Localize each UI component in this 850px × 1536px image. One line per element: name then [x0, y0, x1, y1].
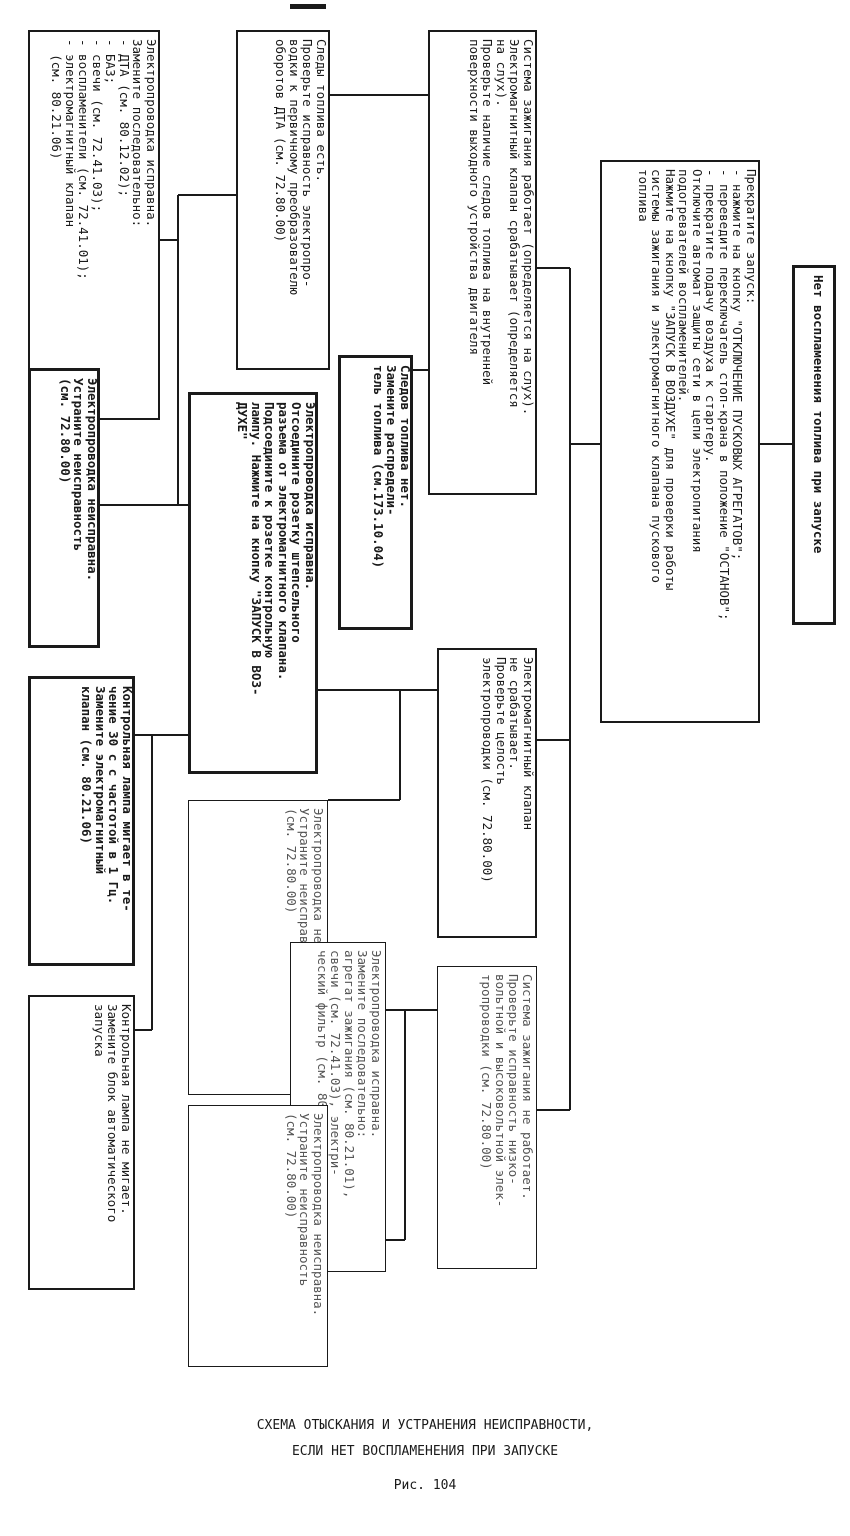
text-line: Проверьте исправность электропро- [300, 39, 316, 288]
root-problem-text: Нет воспламенения топлива при запуске [795, 268, 833, 622]
wiring-faulty-text-1: Электропроводка неисправна.Устраните неи… [31, 371, 100, 645]
text-line: - ДТА (см. 80.12.02); [117, 39, 132, 198]
text-line: Отключите автомат защиты сети в цепи эле… [690, 169, 705, 553]
text-line: разъема от электромагнитного клапана. [276, 402, 291, 681]
text-line: Проверьте исправность низко- [506, 974, 522, 1185]
text-line: Прекратите запуск: [744, 169, 759, 305]
text-line: - нажмите на кнопку "ОТКЛЮЧЕНИЕ ПУСКОВЫХ… [730, 169, 746, 561]
text-line: (см. 80.21.06) [49, 39, 65, 160]
text-line: Электропроводка исправна. [303, 402, 318, 591]
text-line: (см. 72.80.00) [58, 378, 73, 484]
text-line: (см. 72.80.00) [284, 1113, 299, 1219]
text-line: на слух). [494, 39, 509, 107]
figure-number: Рис. 104 [393, 1478, 457, 1493]
text-line: Электропроводка исправна. [144, 39, 159, 228]
text-line: подогревателей воспламенителей. [676, 169, 692, 403]
text-line: Нажмите на кнопку "ЗАПУСК В ВОЗДУХЕ" для… [663, 169, 678, 591]
ignition-not-working-box: Система зажигания не работает.Проверьте … [437, 966, 537, 1269]
text-line: Устраните неисправность [297, 1113, 313, 1287]
text-line: тропроводки (см. 72.80.00) [479, 974, 495, 1170]
wiring-ok-replace-text: Электропроводка исправна.Замените послед… [30, 32, 159, 418]
text-line: оборотов ДТА (см. 72.80.00) [273, 39, 289, 243]
text-line: системы зажигания и электромагнитного кл… [649, 169, 665, 583]
text-line: Нет воспламенения топлива при запуске [811, 275, 826, 554]
text-line: - БАЗ; [103, 39, 119, 85]
text-line: Следы топлива есть. [314, 39, 329, 182]
stop-start-procedure-box: Прекратите запуск:- нажмите на кнопку "О… [600, 160, 760, 723]
fuel-traces-present-box: Следы топлива есть.Проверьте исправность… [236, 30, 330, 370]
text-line: - свечи (см. 72.41.03); [90, 39, 105, 213]
wiring-faulty-box-3: Электропроводка неисправна.Устраните неи… [188, 1105, 328, 1367]
text-line: водки к первичному преобразователю [287, 39, 302, 295]
text-line: запуска [92, 1004, 107, 1057]
text-line: Электропроводка неисправна. [85, 378, 100, 582]
text-line: Электромагнитный клапан [521, 657, 536, 831]
text-line: лампу. Нажмите на кнопку "ЗАПУСК В ВОЗ- [249, 402, 264, 696]
caption-line-1: СХЕМА ОТЫСКАНИЯ И УСТРАНЕНИЯ НЕИСПРАВНОС… [256, 1418, 594, 1433]
text-line: Контрольная лампа мигает в те- [120, 686, 135, 912]
wiring-faulty-text-3: Электропроводка неисправна.Устраните неи… [189, 1106, 327, 1366]
text-line: не срабатывает. [507, 657, 523, 770]
text-line: - переведите переключатель стоп-крана в … [717, 169, 732, 621]
lamp-blinks-box: Контрольная лампа мигает в те-чение 30 с… [28, 676, 135, 966]
text-line: Замените электромагнитный [93, 686, 108, 875]
text-line: Система зажигания работает (определяется… [521, 39, 536, 416]
text-line: поверхности выходного устройства двигате… [467, 39, 482, 356]
top-mark [290, 4, 326, 9]
text-line: свечи (см. 72.41.03), электри- [328, 950, 344, 1176]
text-line: Проверьте целость [494, 657, 509, 785]
fuel-traces-present-text: Следы топлива есть.Проверьте исправность… [238, 32, 329, 368]
text-line: чение 30 с с частотой в 1 Гц. [106, 686, 122, 905]
wiring-ok-test-lamp-text: Электропроводка исправна.Отсоедините роз… [191, 395, 318, 771]
lamp-blinks-text: Контрольная лампа мигает в те-чение 30 с… [31, 679, 135, 963]
text-line: - прекратите подачу воздуха к стартеру. [703, 169, 719, 463]
text-line: тель топлива (см.173.10.04) [371, 365, 386, 569]
text-line: клапан (см. 80.21.06) [79, 686, 95, 845]
text-line: ДУХЕ" [235, 402, 251, 440]
wiring-ok-replace-box: Электропроводка исправна.Замените послед… [28, 30, 160, 420]
text-line: Подсоедините к розетке контрольную [262, 402, 278, 658]
text-line: Электропроводка исправна. [369, 950, 384, 1139]
text-line: вольтной и высоковольтной элек- [493, 974, 508, 1208]
text-line: Электромагнитный клапан срабатывает (опр… [507, 39, 523, 408]
text-line: Замените распредели- [384, 365, 400, 516]
text-line: - воспламенители (см. 72.41.01); [76, 39, 92, 280]
text-line: Электропроводка неисправна. [311, 1113, 326, 1317]
text-line: Следов топлива нет. [398, 365, 413, 508]
lamp-not-blinking-text: Контрольная лампа не мигает.Замените бло… [30, 997, 134, 1288]
text-line: Система зажигания не работает. [520, 974, 535, 1200]
lamp-not-blinking-box: Контрольная лампа не мигает.Замените бло… [28, 995, 135, 1290]
ignition-works-box: Система зажигания работает (определяется… [428, 30, 537, 495]
root-problem-box: Нет воспламенения топлива при запуске [792, 265, 836, 625]
text-line: агрегат зажигания (см. 80.21.01), [342, 950, 357, 1199]
wiring-ok-test-lamp-box: Электропроводка исправна.Отсоедините роз… [188, 392, 318, 774]
fuel-traces-absent-box: Следов топлива нет.Замените распредели-т… [338, 355, 413, 630]
ignition-works-text: Система зажигания работает (определяется… [430, 32, 536, 493]
text-line: Отсоедините розетку штепсельного [289, 402, 305, 643]
text-line: Замените блок автоматического [105, 1004, 121, 1223]
text-line: Контрольная лампа не мигает. [119, 1004, 134, 1215]
stop-start-procedure-text: Прекратите запуск:- нажмите на кнопку "О… [602, 162, 759, 721]
text-line: топлива [636, 169, 651, 222]
text-line: Замените последовательно: [355, 950, 371, 1139]
wiring-faulty-box-1: Электропроводка неисправна.Устраните неи… [28, 368, 100, 648]
ignition-not-working-text: Система зажигания не работает.Проверьте … [438, 967, 536, 1268]
text-line: Проверьте наличие следов топлива на внут… [480, 39, 496, 386]
text-line: Замените последовательно: [130, 39, 146, 228]
fuel-traces-absent-text: Следов топлива нет.Замените распредели-т… [341, 358, 413, 627]
caption-line-2: ЕСЛИ НЕТ ВОСПЛАМЕНЕНИЯ ПРИ ЗАПУСКЕ [291, 1444, 559, 1459]
text-line: электропроводки (см. 72.80.00) [480, 657, 496, 883]
text-line: Устраните неисправность [71, 378, 87, 552]
text-line: - электромагнитный клапан [63, 39, 78, 228]
